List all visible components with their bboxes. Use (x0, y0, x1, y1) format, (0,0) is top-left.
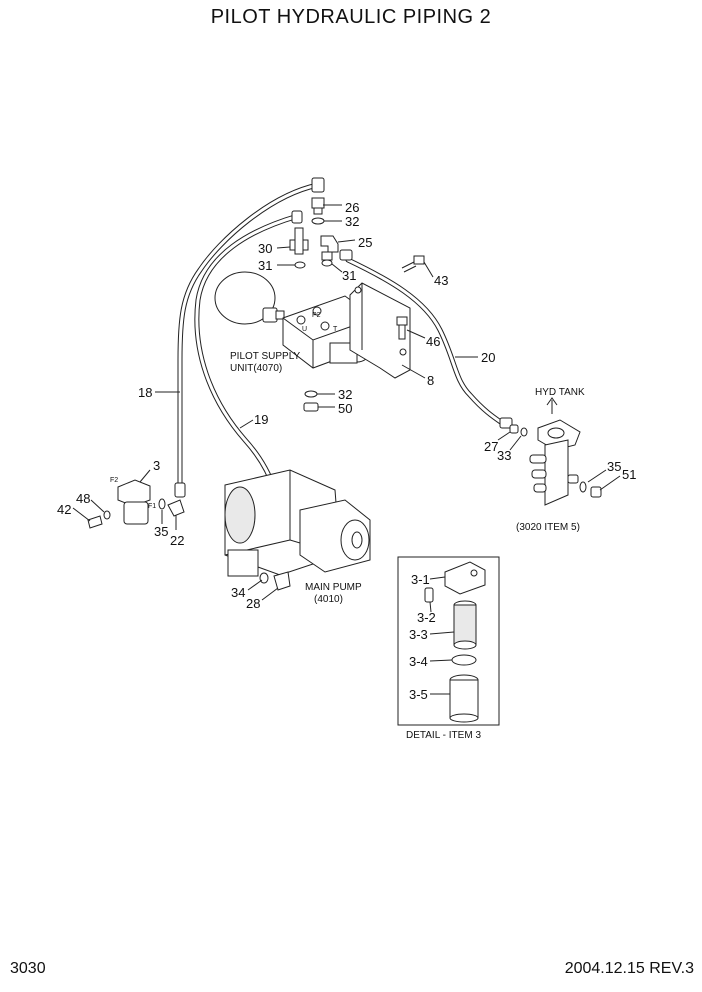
callout-27: 27 (484, 439, 498, 454)
callout-34: 34 (231, 585, 245, 600)
callout-42: 42 (57, 502, 71, 517)
bolt-3-2 (424, 587, 434, 603)
port-f1-label: F1 (148, 503, 156, 510)
o-ring-34 (259, 572, 269, 584)
callout-28: 28 (246, 596, 260, 611)
port-p2-label: P2 (312, 312, 321, 319)
callout-3: 3 (153, 458, 160, 473)
o-ring-3-4 (451, 654, 477, 666)
leader-lines (72, 204, 621, 695)
callout-50: 50 (338, 401, 352, 416)
callout-20: 20 (481, 350, 495, 365)
main-pump-label: MAIN PUMP (305, 582, 362, 593)
plug-51 (590, 486, 602, 498)
callout-3-2: 3-2 (417, 610, 436, 625)
bolt-42 (87, 515, 103, 529)
port-f2-label: F2 (110, 477, 118, 484)
filter-head-3-1 (444, 561, 486, 595)
elbow-25 (320, 235, 339, 261)
callout-43: 43 (434, 273, 448, 288)
o-ring-32 (304, 390, 318, 398)
callout-26: 26 (345, 200, 359, 215)
hose-end-fitting (499, 417, 513, 429)
port-t-label: T (333, 326, 338, 333)
plug-50 (303, 402, 319, 412)
bowl-3-5 (449, 674, 479, 723)
bolt-46 (396, 316, 408, 340)
o-ring-32 (311, 217, 325, 225)
callout-3-1: 3-1 (411, 572, 430, 587)
callout-31: 31 (258, 258, 272, 273)
callout-51: 51 (622, 467, 636, 482)
callout-48: 48 (76, 491, 90, 506)
hyd-tank-label: HYD TANK (535, 387, 585, 398)
hose-20 (345, 257, 508, 428)
elbow-fitting (311, 177, 325, 193)
callout-31: 31 (342, 268, 356, 283)
callout-35: 35 (607, 459, 621, 474)
o-ring-33 (520, 427, 528, 437)
callout-3-5: 3-5 (409, 687, 428, 702)
hose-end-fitting (339, 249, 353, 261)
callout-30: 30 (258, 241, 272, 256)
port-u-label: U (302, 326, 307, 333)
bolt-43 (401, 255, 425, 273)
tee-30 (289, 227, 309, 255)
callout-46: 46 (426, 334, 440, 349)
o-ring-31 (321, 259, 333, 267)
o-ring-35 (158, 498, 166, 510)
item5-label: (3020 ITEM 5) (516, 522, 580, 533)
callout-19: 19 (254, 412, 268, 427)
page-number: 3030 (10, 960, 46, 977)
callout-32: 32 (338, 387, 352, 402)
callout-33: 33 (497, 448, 511, 463)
detail-item3-label: DETAIL - ITEM 3 (406, 730, 481, 741)
callout-25: 25 (358, 235, 372, 250)
elbow-27 (509, 424, 519, 434)
callout-32: 32 (345, 214, 359, 229)
pilot-supply-unit-label: UNIT(4070) (230, 363, 282, 374)
bracket-8 (349, 282, 411, 379)
callout-22: 22 (170, 533, 184, 548)
o-ring-31 (294, 261, 306, 269)
callout-35: 35 (154, 524, 168, 539)
date-revision: 2004.12.15 REV.3 (564, 960, 694, 977)
callout-3-4: 3-4 (409, 654, 428, 669)
hyd-tank-arrow (546, 397, 558, 414)
hose-end-fitting (174, 482, 186, 498)
pilot-supply-label: PILOT SUPPLY (230, 351, 301, 362)
elbow-28 (273, 571, 291, 591)
callout-18: 18 (138, 385, 152, 400)
main-pump-number-label: (4010) (314, 594, 343, 605)
main-pump (224, 469, 371, 577)
callout-3-3: 3-3 (409, 627, 428, 642)
washer-48 (103, 510, 111, 520)
fitting-26 (311, 197, 325, 215)
hose-18 (177, 182, 321, 491)
detail-box (397, 556, 500, 726)
page-title: PILOT HYDRAULIC PIPING 2 (210, 6, 492, 28)
o-ring-35 (579, 481, 587, 493)
elbow-22 (167, 499, 185, 517)
accumulator (214, 271, 285, 325)
callout-8: 8 (427, 373, 434, 388)
element-3-3 (453, 600, 477, 650)
line-filter-3: F2 F1 (110, 477, 156, 525)
tank-return-pipe (529, 419, 581, 506)
elbow-fitting (291, 210, 303, 224)
